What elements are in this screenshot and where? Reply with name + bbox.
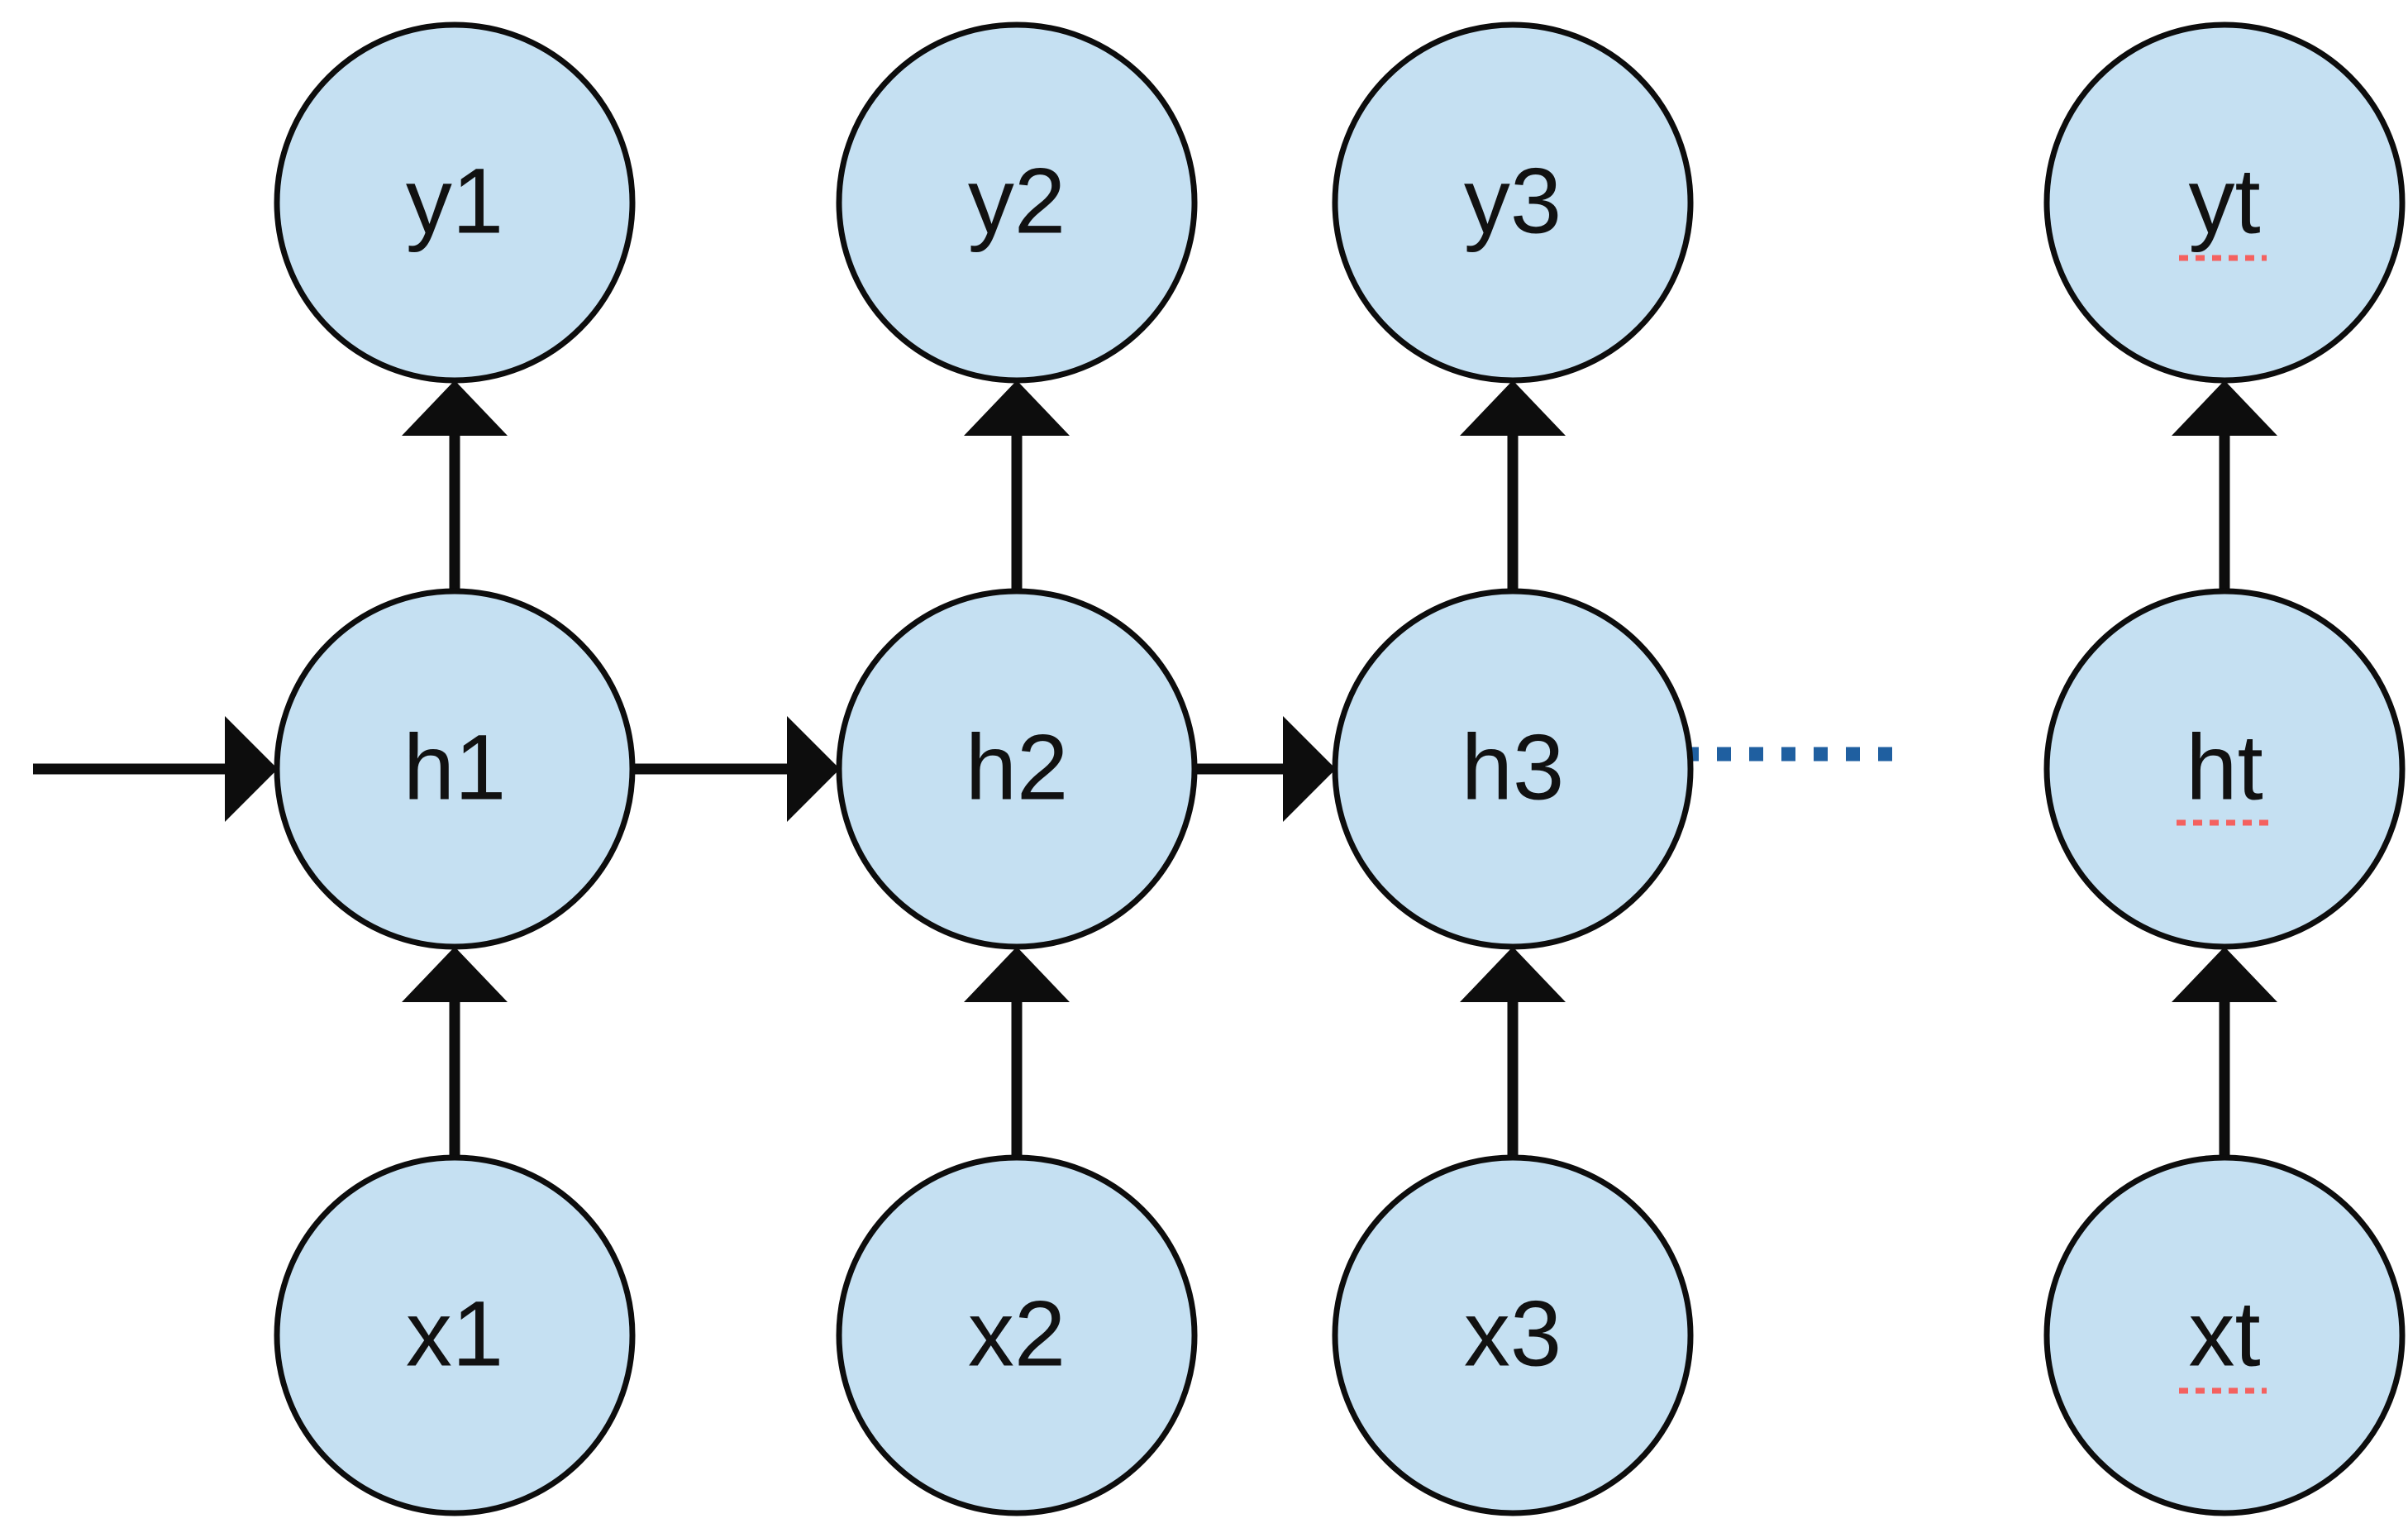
edge-h2-to-h3 (1194, 716, 1336, 822)
edge-ht-to-yt (2172, 380, 2277, 591)
edge-h1-to-y1 (402, 380, 508, 591)
node-ht[interactable]: ht (2043, 588, 2406, 950)
node-x3[interactable]: x3 (1332, 1154, 1694, 1516)
edge-h1-to-h2 (632, 716, 840, 822)
node-h2-label: h2 (966, 716, 1069, 819)
edge-x2-to-h2 (964, 947, 1070, 1158)
edge-h2-to-y2 (964, 380, 1070, 591)
node-x3-label: x3 (1464, 1282, 1562, 1386)
edge-xt-to-ht (2172, 947, 2277, 1158)
node-xt-label: xt (2188, 1282, 2260, 1386)
node-y1[interactable]: y1 (274, 21, 636, 384)
node-x2[interactable]: x2 (836, 1154, 1198, 1516)
node-x1[interactable]: x1 (274, 1154, 636, 1516)
node-h3-label: h3 (1461, 716, 1565, 819)
edge-x3-to-h3 (1460, 947, 1566, 1158)
node-h1-label: h1 (403, 716, 507, 819)
edge-h3-to-y3 (1460, 380, 1566, 591)
node-y1-label: y1 (406, 150, 503, 253)
edge-x1-to-h1 (402, 947, 508, 1158)
node-y2[interactable]: y2 (836, 21, 1198, 384)
node-h1[interactable]: h1 (274, 588, 636, 950)
node-h3[interactable]: h3 (1332, 588, 1694, 950)
node-y3[interactable]: y3 (1332, 21, 1694, 384)
node-ht-label: ht (2186, 716, 2263, 819)
node-h2[interactable]: h2 (836, 588, 1198, 950)
edge-initial-state-to-h1 (33, 716, 278, 822)
node-y2-label: y2 (968, 150, 1066, 253)
node-yt[interactable]: yt (2043, 21, 2406, 384)
node-xt[interactable]: xt (2043, 1154, 2406, 1516)
node-y3-label: y3 (1464, 150, 1562, 253)
node-x1-label: x1 (406, 1282, 503, 1386)
node-yt-label: yt (2188, 150, 2260, 253)
node-x2-label: x2 (968, 1282, 1066, 1386)
